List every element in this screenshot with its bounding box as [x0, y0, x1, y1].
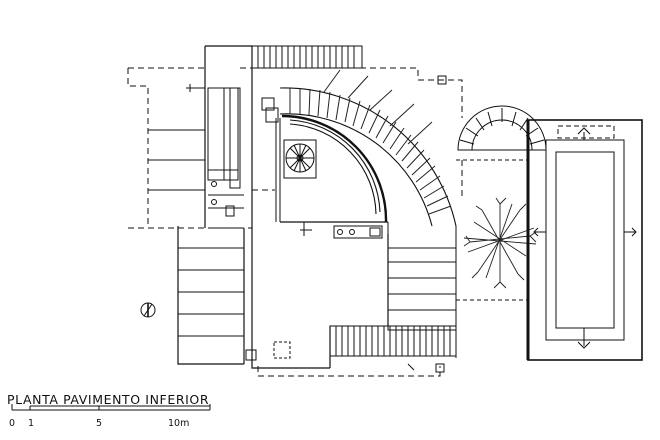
scale-label-1: 1: [28, 418, 35, 429]
exterior-walls: [177, 45, 389, 369]
spiral-stair: [283, 139, 317, 179]
scale-label-10m: 10m: [168, 418, 190, 429]
service-rooms: [186, 84, 244, 229]
pool-terrace-dashed: [456, 159, 528, 301]
column-markers: [245, 75, 447, 373]
drawing-title: PLANTA PAVIMENTO INFERIOR: [7, 392, 210, 407]
pool-enclosure: [526, 119, 643, 361]
interior-walls: [261, 97, 389, 239]
entry-stair: [251, 45, 363, 69]
north-arrow-icon: [140, 302, 156, 318]
scale-bar: [11, 404, 211, 411]
scale-label-0: 0: [9, 418, 16, 429]
tree-symbol: [463, 197, 537, 289]
curved-walls: [279, 87, 457, 227]
bottom-stair: [329, 325, 457, 357]
parking-bays: [148, 129, 244, 337]
lower-right-stair: [387, 226, 457, 358]
scale-label-5: 5: [96, 418, 103, 429]
curved-ramp-treads: [289, 69, 452, 215]
semicircle-stair: [457, 105, 547, 151]
